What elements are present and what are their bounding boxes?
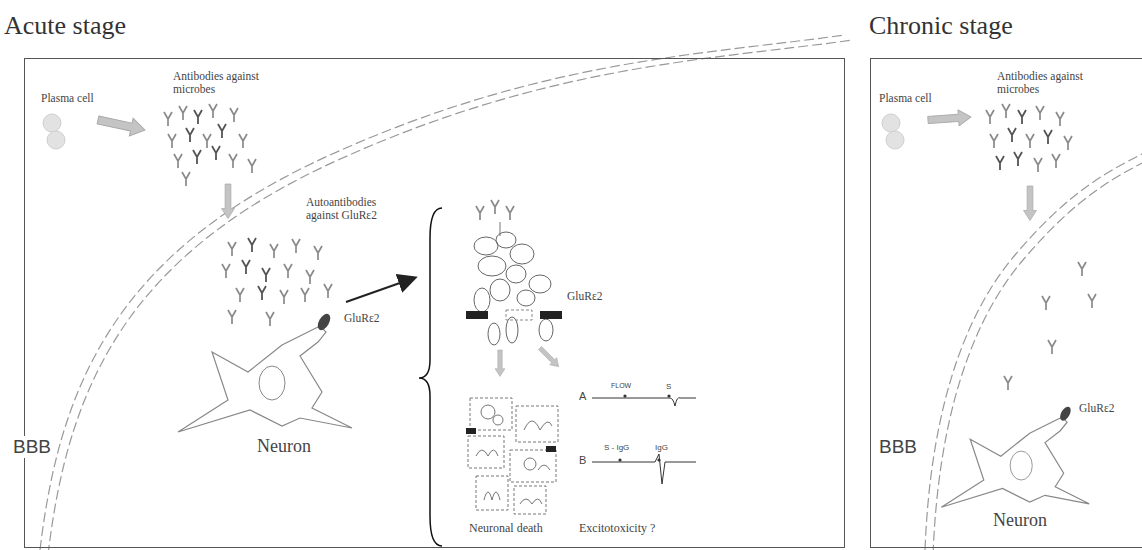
antibody-label: Autoantibodies against GluRε2 xyxy=(305,196,392,222)
stage-heading: Chronic stage xyxy=(869,11,1013,41)
outcome-label: Neuronal death xyxy=(468,522,544,536)
stage-panel: Chronic stage xyxy=(870,58,1142,548)
trace-label: IgG xyxy=(654,443,669,452)
trace-label: B xyxy=(578,454,587,467)
cell-label: Plasma cell xyxy=(40,92,95,105)
antibody-label: Antibodies against microbes xyxy=(172,70,274,96)
outcome-label: Excitotoxicity ? xyxy=(578,522,656,536)
stage-panel: Acute stage xyxy=(24,58,845,548)
cell-label: Plasma cell xyxy=(878,92,933,105)
receptor-label: GluRε2 xyxy=(343,312,381,325)
trace-label: S - IgG xyxy=(603,443,630,452)
stage-heading: Acute stage xyxy=(4,11,126,41)
barrier-label: BBB xyxy=(878,436,918,458)
receptor-label: GluRε2 xyxy=(566,290,604,303)
antibody-label: Antibodies against microbes xyxy=(996,70,1098,96)
trace-label: FLOW xyxy=(610,382,632,390)
trace-label: A xyxy=(578,390,587,403)
barrier-label: BBB xyxy=(12,436,52,458)
neuron-label: Neuron xyxy=(992,510,1048,531)
neuron-label: Neuron xyxy=(256,436,312,457)
trace-label: S xyxy=(665,382,672,391)
receptor-label: GluRε2 xyxy=(1078,402,1116,415)
